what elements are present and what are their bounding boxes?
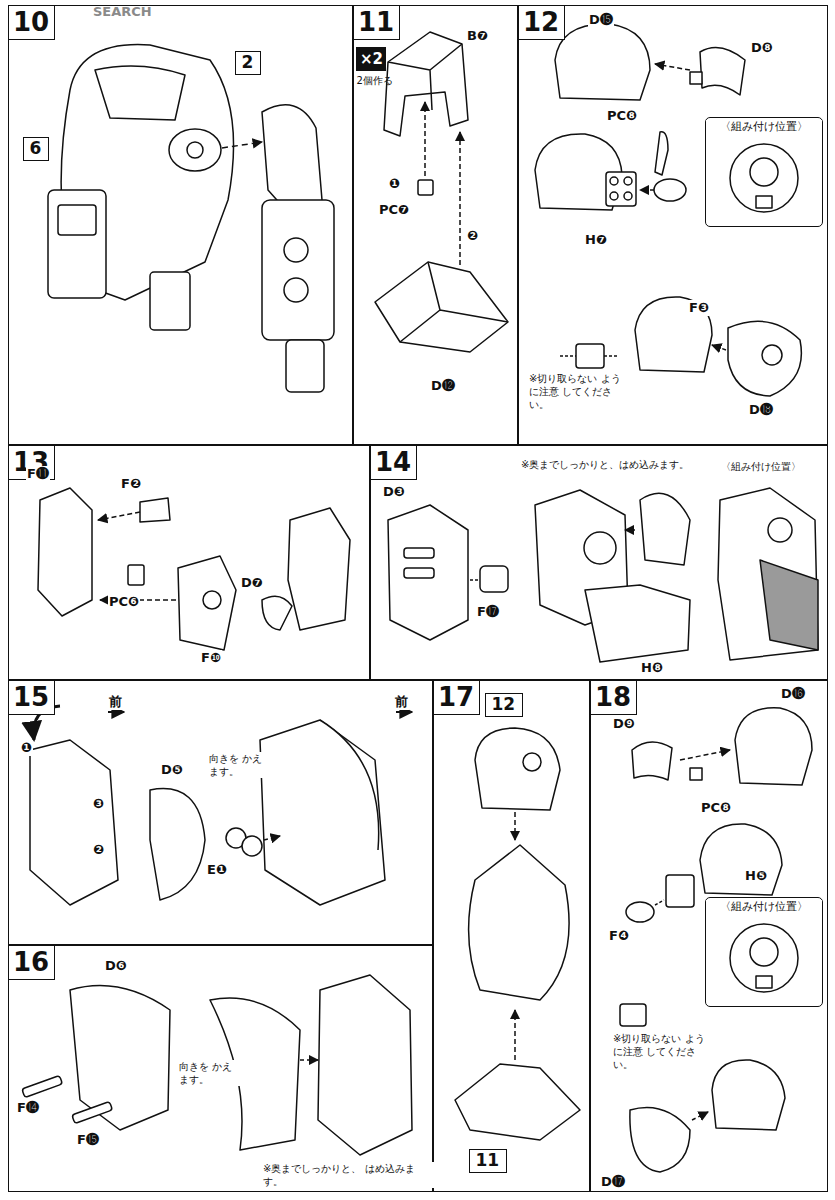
assembly-note: ※奥までしっかりと、はめ込みます。 (520, 458, 690, 471)
part-callout: ❸ (92, 796, 105, 812)
part-callout: D❽ (750, 40, 774, 56)
part-callout: PC❽ (700, 800, 732, 816)
step-number: 14 (371, 446, 417, 480)
step-number: 18 (591, 681, 637, 715)
quantity-box: ×2 2個作る (356, 47, 392, 88)
reference-step-box: 6 (23, 137, 49, 161)
assembly-note: 向きを かえます。 (208, 752, 270, 778)
inset-heading: 〈組み付け位置〉 (706, 120, 822, 134)
part-callout: F⓮ (16, 1100, 40, 1116)
part-callout: PC❼ (378, 202, 410, 218)
part-callout: D❼ (240, 575, 264, 591)
quantity-note: 2個作る (356, 74, 392, 88)
part-callout: F❷ (120, 476, 142, 492)
part-callout: D⓰ (780, 686, 806, 702)
step-panel: 17 12 11 (433, 680, 590, 1192)
position-inset: 〈組み付け位置〉 (705, 117, 823, 227)
part-callout: F⓯ (76, 1132, 100, 1148)
part-callout: 前 (394, 694, 409, 710)
assembly-note: ※奥までしっかりと、 はめ込みます。 (262, 1162, 434, 1188)
part-callout: ❶ (388, 176, 401, 192)
step-panel: 13 (8, 445, 370, 680)
part-callout: D⓲ (748, 402, 774, 418)
part-callout: D❻ (104, 958, 128, 974)
step-number: 15 (9, 681, 55, 715)
step-number: 16 (9, 946, 55, 980)
step-number: 11 (354, 6, 400, 40)
assembly-note: ※切り取らない ように注意 してください。 (528, 372, 628, 411)
part-callout: H❽ (640, 660, 664, 676)
part-callout: H❺ (744, 868, 768, 884)
part-callout: D❾ (612, 716, 636, 732)
part-callout: E❶ (206, 862, 228, 878)
step-reference: 6 (29, 139, 43, 159)
step-reference: 12 (491, 695, 517, 715)
assembly-note: 向きを かえます。 (178, 1060, 240, 1086)
reference-step-box: 12 (485, 693, 523, 717)
inset-heading: 〈組み付け位置〉 (706, 900, 822, 914)
part-callout: PC❽ (606, 108, 638, 124)
step-panel: 15 (8, 680, 433, 945)
assembly-note: 〈組み付け位置〉 (720, 460, 802, 473)
assembly-note: ※切り取らない ように注意 してください。 (612, 1032, 712, 1071)
part-callout: F❿ (200, 650, 222, 666)
part-callout: D⓱ (600, 1174, 626, 1190)
part-callout: 前 (108, 694, 123, 710)
part-callout: ❷ (92, 842, 105, 858)
watermark: SEARCH (92, 4, 153, 20)
part-callout: F❸ (688, 300, 710, 316)
part-callout: F❹ (608, 928, 630, 944)
part-callout: ❶ (20, 740, 33, 756)
step-panel: 14 (370, 445, 828, 680)
step-reference: 11 (475, 1151, 501, 1171)
part-callout: D⓯ (588, 12, 614, 28)
step-reference: 2 (241, 53, 255, 73)
reference-step-box: 2 (235, 51, 261, 75)
part-callout: PC❻ (108, 594, 140, 610)
part-callout: D❸ (382, 484, 406, 500)
part-callout: ❷ (466, 228, 479, 244)
step-number: 12 (519, 6, 565, 40)
part-callout: F⓫ (26, 466, 50, 482)
part-callout: H❼ (584, 232, 608, 248)
step-number: 10 (9, 6, 55, 40)
position-inset: 〈組み付け位置〉 (705, 897, 823, 1007)
part-callout: D⓬ (430, 378, 456, 394)
part-callout: F⓱ (476, 604, 500, 620)
step-number: 17 (434, 681, 480, 715)
part-callout: B❼ (466, 28, 489, 44)
quantity-mark: ×2 (356, 47, 386, 71)
part-callout: D❺ (160, 762, 184, 778)
reference-step-box: 11 (469, 1149, 507, 1173)
step-panel: 10 6 2 (8, 5, 353, 445)
